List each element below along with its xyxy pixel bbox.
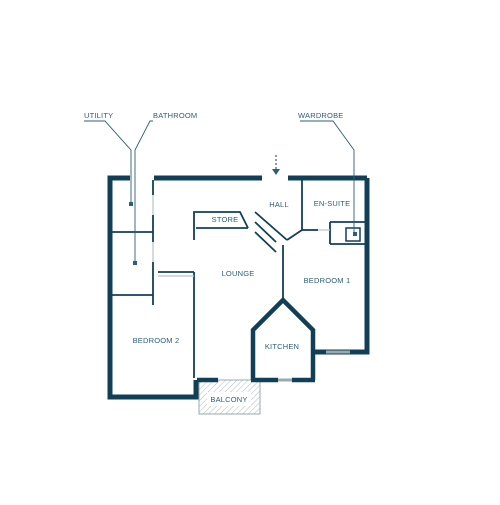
wardrobe-label: WARDROBE — [298, 111, 344, 120]
wardrobe-unit — [345, 227, 361, 242]
en-suite-label: EN-SUITE — [314, 199, 351, 208]
wardrobe-fixture — [353, 232, 357, 236]
kitchen-label: KITCHEN — [265, 342, 299, 351]
outer-walls — [107, 175, 370, 400]
bathroom-label: BATHROOM — [153, 111, 197, 120]
door-openings — [152, 195, 330, 277]
bedroom-2-label: BEDROOM 2 — [133, 336, 180, 345]
callout-leaders — [84, 120, 355, 263]
utility-label: UTILITY — [84, 111, 113, 120]
balcony — [198, 379, 261, 415]
interior-walls — [112, 180, 365, 378]
balcony-label: BALCONY — [210, 395, 247, 404]
hall-label: HALL — [269, 200, 289, 209]
fixtures — [129, 202, 357, 265]
lounge-label: LOUNGE — [222, 269, 255, 278]
kitchen-walls — [197, 296, 316, 383]
bedroom-1-label: BEDROOM 1 — [304, 276, 351, 285]
store-label: STORE — [212, 215, 239, 224]
entrance-arrow — [272, 155, 280, 175]
